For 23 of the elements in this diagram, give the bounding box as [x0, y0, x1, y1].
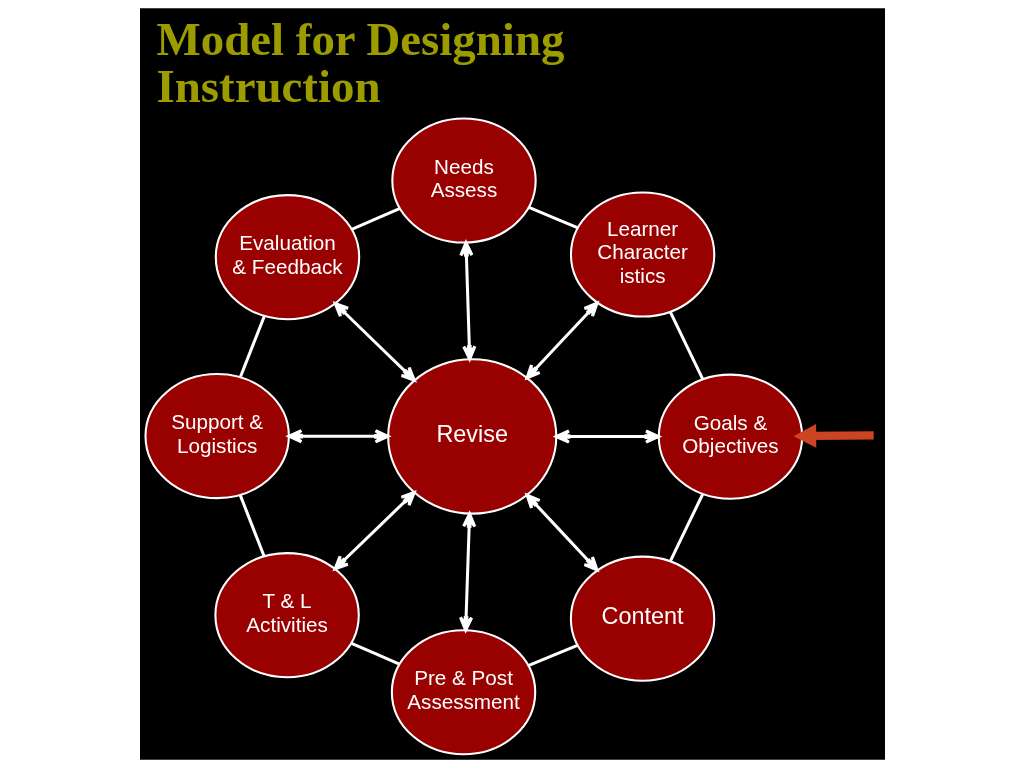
arrow	[525, 301, 598, 380]
connector	[668, 493, 704, 562]
connector	[238, 315, 266, 378]
arrow	[333, 491, 416, 571]
connector	[350, 641, 400, 666]
arrow	[458, 512, 476, 632]
arrow	[793, 424, 874, 448]
connector	[238, 494, 265, 557]
arrow	[458, 241, 476, 361]
arrow	[286, 429, 390, 444]
node-ellipse: Pre & Post Assessment	[390, 629, 536, 756]
diagram-title: Model for Designing Instruction	[156, 13, 564, 113]
connector	[668, 311, 704, 381]
connector	[350, 207, 400, 231]
arrow	[525, 493, 598, 572]
node-ellipse: Needs Assess	[390, 117, 537, 244]
node-ellipse: Goals & Objectives	[657, 373, 803, 500]
connector	[527, 206, 578, 229]
node-circle: Revise	[386, 358, 557, 515]
arrow	[554, 429, 660, 444]
arrow	[333, 302, 416, 382]
node-ellipse: Support & Logistics	[143, 373, 290, 500]
connector	[527, 644, 578, 667]
